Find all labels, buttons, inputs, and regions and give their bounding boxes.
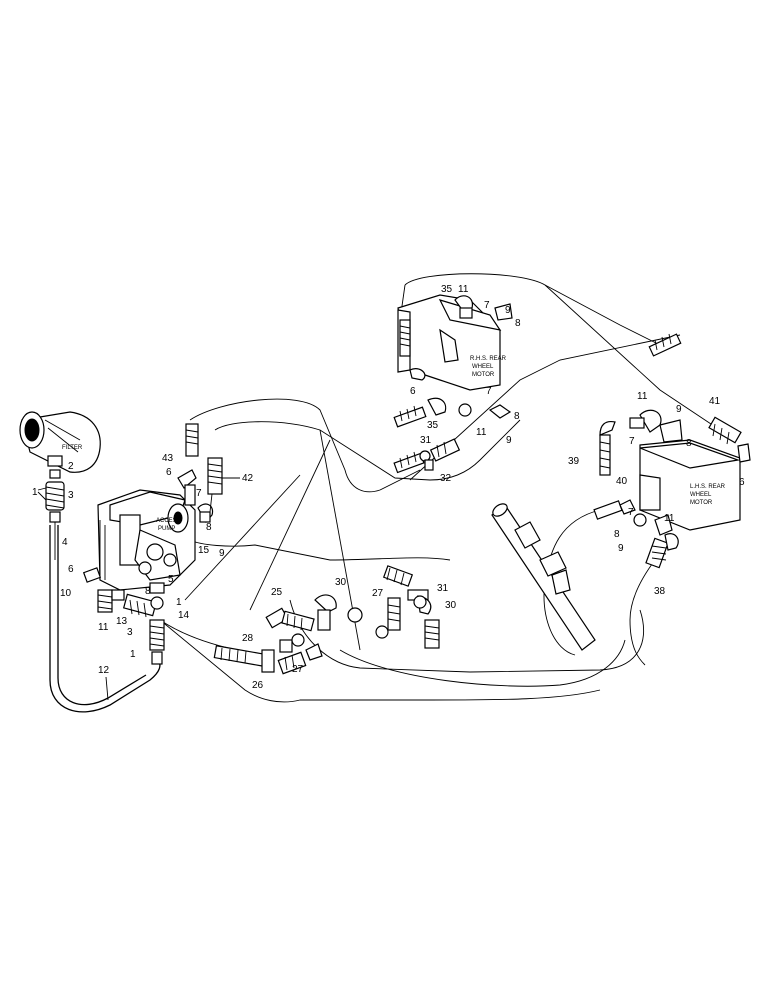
lhs-rear-wheel-motor: L.H.S. REAR WHEEL MOTOR [629,409,751,531]
callout-15: 15 [198,545,210,556]
callout-14: 14 [178,610,190,621]
callout-9: 9 [676,404,682,415]
callout-26: 26 [252,680,264,691]
callout-2: 2 [68,461,74,472]
rhs-motor-label-2: WHEEL [472,364,494,370]
callout-9: 9 [219,548,225,559]
filter-label: FILTER [62,445,83,451]
callout-12: 12 [98,665,110,676]
callout-31: 31 [437,583,449,594]
callout-39: 40 [616,476,628,487]
callout-31: 31 [420,435,432,446]
callout-6: 6 [739,477,745,488]
callout-6: 6 [410,386,416,397]
control-valve-bar [491,503,596,651]
callout-11: 11 [458,284,469,295]
callout-3: 3 [127,627,133,638]
callout-28: 28 [242,633,254,644]
callout-11: 11 [637,391,648,402]
pump-fittings [82,423,223,665]
callout-9: 9 [506,435,512,446]
callout-11: 11 [476,427,487,438]
callout-1: 1 [176,597,182,608]
callout-11: 11 [664,513,675,524]
callout-8: 8 [614,529,620,540]
callout-10: 10 [60,588,72,599]
rhs-motor-label-1: R.H.S. REAR [470,356,507,362]
callout-32: 30 [335,577,347,588]
callout-7: 7 [628,507,634,518]
pump-unit: ACCESS PUMP [97,489,196,591]
callout-6: 6 [68,564,74,575]
callout-38: 39 [568,456,580,467]
callout-8: 8 [206,522,212,533]
callout-8: 8 [514,411,520,422]
callout-30: 30 [445,600,457,611]
callout-42: 42 [242,473,254,484]
callout-36: 35 [427,420,439,431]
pump-label-1: ACCESS [156,518,181,524]
callout-27: 27 [372,588,384,599]
callout-9: 9 [505,305,511,316]
callout-40: 38 [654,586,666,597]
callout-13: 13 [116,616,128,627]
callout-9: 9 [618,543,624,554]
callout-7: 7 [629,436,635,447]
rhs-motor-label-3: MOTOR [472,372,495,378]
callout-7: 7 [484,300,490,311]
callout-7: 7 [196,488,202,499]
lhs-motor-label-2: WHEEL [690,492,712,498]
callout-25: 25 [271,587,283,598]
callout-27: 27 [292,664,304,675]
pump-label-2: PUMP [158,526,175,532]
callout-5: 5 [168,574,174,585]
callout-7: 7 [486,386,492,397]
callout-4: 4 [62,537,68,548]
lhs-motor-label-1: L.H.S. REAR [690,484,726,490]
callout-35: 32 [440,473,452,484]
callout-1: 1 [32,487,38,498]
suction-hose-inner [57,525,147,706]
callout-36: 35 [441,284,453,295]
callout-1: 1 [130,649,136,660]
callout-41: 41 [709,396,721,407]
suction-hose [49,525,161,713]
callout-3: 3 [68,490,74,501]
callout-8: 8 [515,318,521,329]
callout-8: 8 [686,438,692,449]
callout-11: 11 [98,622,109,633]
filter-unit: FILTER [19,411,101,523]
hose-assemblies [213,333,742,675]
lhs-motor-label-3: MOTOR [690,500,713,506]
callout-8: 8 [145,586,151,597]
callout-labels: 1 2 3 4 6 10 11 13 3 1 12 5 8 1 14 15 8 … [32,284,745,701]
rhs-rear-wheel-motor: R.H.S. REAR WHEEL MOTOR [397,294,513,391]
callout-43: 43 [162,453,174,464]
callout-6: 6 [166,467,172,478]
